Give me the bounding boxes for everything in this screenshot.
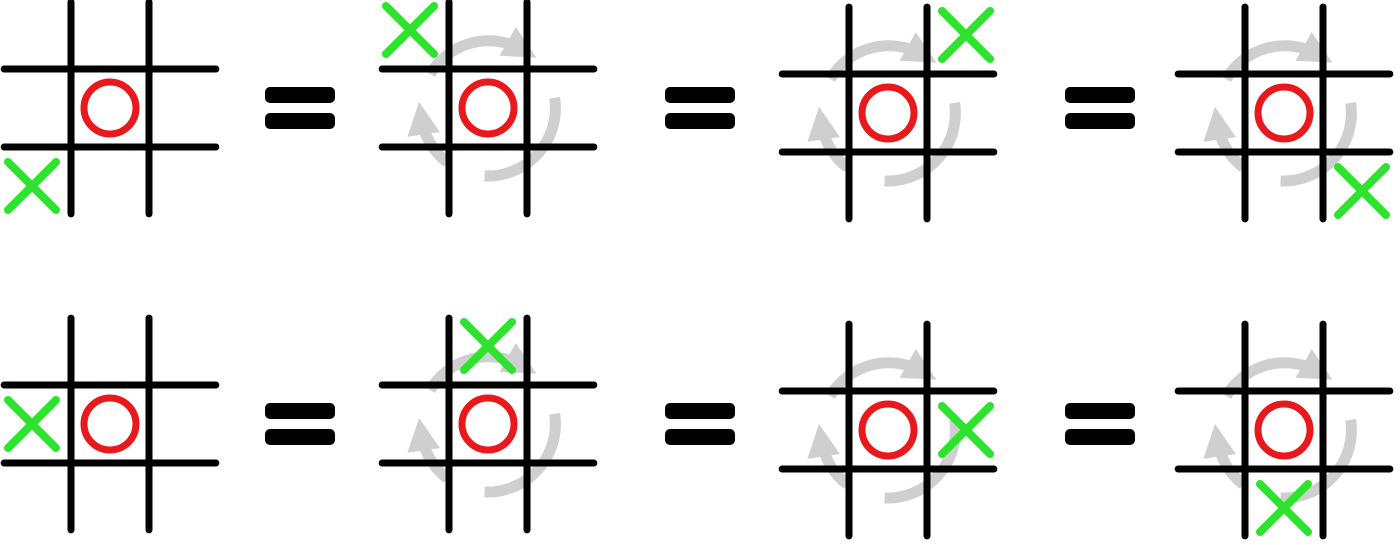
rotation-arrow-icon	[407, 343, 561, 498]
rotation-arrow-icon	[407, 27, 561, 182]
grid-icon	[778, 320, 998, 540]
grid-icon	[0, 314, 220, 534]
grid-icon	[778, 3, 998, 223]
x-mark-icon	[938, 7, 994, 63]
edge-symmetry-row	[0, 314, 1394, 540]
equals-sign-icon	[665, 403, 735, 445]
equals-sign-icon	[265, 87, 335, 129]
grid-icon	[378, 0, 598, 218]
grid-icon	[1174, 3, 1394, 223]
x-mark-icon	[4, 396, 60, 452]
rotation-arrow-icon	[807, 349, 961, 504]
x-mark-icon	[460, 318, 516, 374]
board	[778, 3, 998, 223]
board	[778, 320, 998, 540]
o-mark-icon	[1254, 83, 1314, 143]
equals-sign-icon	[665, 87, 735, 129]
board	[1174, 320, 1394, 540]
x-mark-icon	[382, 2, 438, 58]
x-mark-icon	[4, 158, 60, 214]
o-mark-icon	[80, 78, 140, 138]
o-mark-icon	[458, 394, 518, 454]
grid-icon	[1174, 320, 1394, 540]
o-mark-icon	[80, 394, 140, 454]
x-mark-icon	[1256, 480, 1312, 536]
rotation-arrow-icon	[807, 32, 961, 187]
board	[378, 0, 598, 218]
o-mark-icon	[858, 400, 918, 460]
rotation-arrow-icon	[1203, 349, 1357, 504]
rotation-arrow-icon	[1203, 32, 1357, 187]
o-mark-icon	[1254, 400, 1314, 460]
board	[1174, 3, 1394, 223]
board	[378, 314, 598, 534]
corner-symmetry-row	[0, 0, 1394, 223]
equals-sign-icon	[1065, 87, 1135, 129]
grid-icon	[378, 314, 598, 534]
board	[0, 314, 220, 534]
equals-sign-icon	[265, 403, 335, 445]
grid-icon	[0, 0, 220, 218]
o-mark-icon	[458, 78, 518, 138]
o-mark-icon	[858, 83, 918, 143]
equals-sign-icon	[1065, 403, 1135, 445]
x-mark-icon	[938, 402, 994, 458]
x-mark-icon	[1334, 163, 1390, 219]
board	[0, 0, 220, 218]
